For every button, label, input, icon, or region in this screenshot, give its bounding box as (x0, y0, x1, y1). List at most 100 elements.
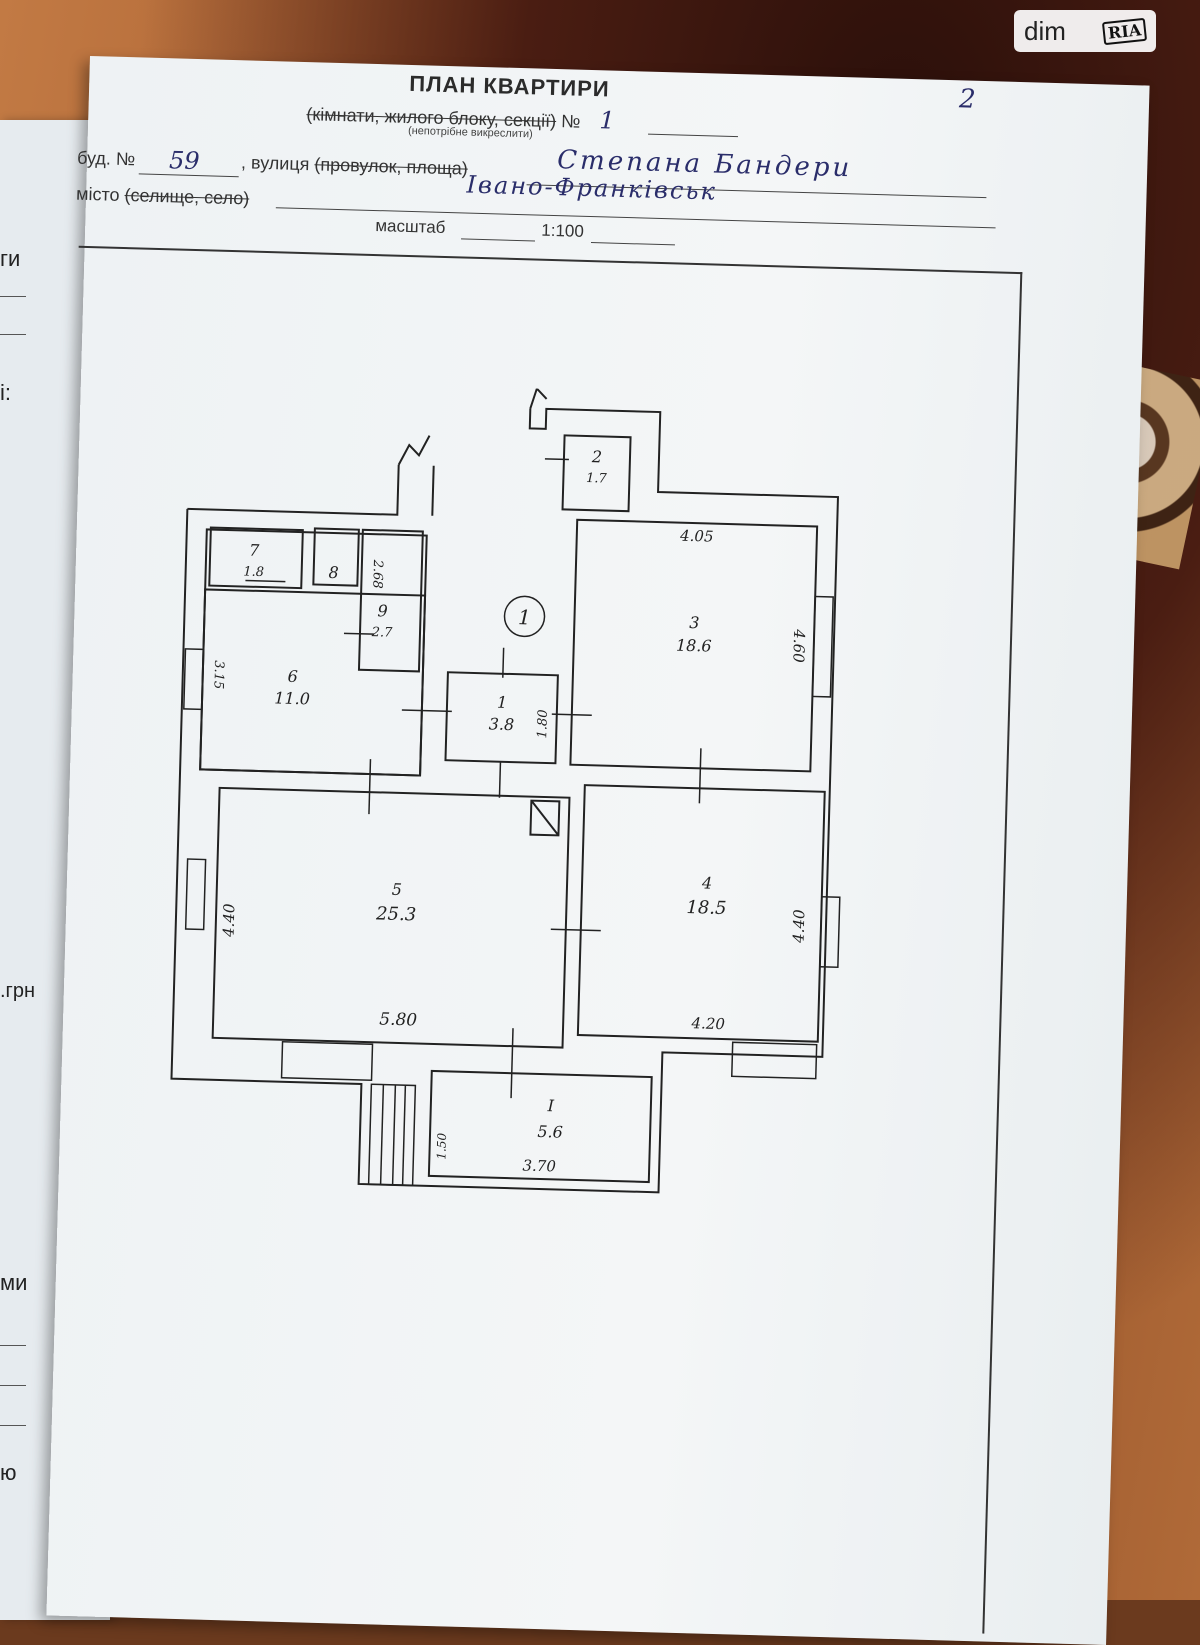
room-8-outline (312, 527, 360, 587)
outer-wall (431, 465, 435, 516)
dimension: 1.80 (535, 709, 551, 738)
room-area: 3.8 (489, 714, 515, 734)
window (730, 1041, 818, 1080)
door-mark (401, 709, 452, 713)
subtitle-no-label: № (560, 111, 581, 132)
room-area: 1.7 (586, 471, 608, 487)
room-area: 11.0 (274, 688, 310, 708)
under-fragment-2: i: (0, 380, 11, 405)
street-row: , вулиця (провулок, площа) (241, 152, 468, 179)
dim-ria-watermark: dim RIA (1014, 10, 1156, 52)
dimension: 4.05 (679, 527, 714, 546)
door-mark (502, 647, 505, 678)
outer-wall (170, 407, 840, 1194)
room-9-outline (357, 528, 424, 673)
door-mark (498, 761, 502, 798)
dimension: 3.70 (522, 1157, 556, 1176)
under-line (0, 1385, 26, 1386)
under-line (0, 1425, 26, 1426)
room-area: 25.3 (375, 903, 417, 925)
under-line (0, 334, 26, 335)
building-row: буд. № (77, 148, 136, 171)
door-mark (544, 458, 569, 461)
underline (590, 242, 675, 246)
under-fragment-5: ю (0, 1460, 17, 1485)
dimension: 2.68 (369, 559, 385, 589)
room-number: 2 (591, 447, 603, 466)
watermark-text: dim (1024, 15, 1066, 46)
room-area: 1.8 (243, 564, 264, 580)
balcony-outline (427, 1069, 653, 1184)
city-struck: (селище, село) (124, 185, 250, 209)
dimension: 4.20 (690, 1014, 725, 1033)
dimension: 5.80 (379, 1009, 418, 1030)
window (819, 895, 841, 969)
outer-wall (187, 464, 400, 516)
room-number: 4 (701, 873, 713, 892)
chimney-mark (530, 800, 560, 836)
under-line (0, 1345, 26, 1346)
room-6-outline (199, 588, 427, 777)
break-line (529, 386, 548, 409)
room-number: 3 (689, 613, 700, 632)
city-label: місто (75, 183, 120, 205)
room-area: 18.6 (676, 636, 712, 656)
building-number: 59 (168, 146, 201, 176)
room-number: I (546, 1096, 555, 1115)
room-area: 2.7 (370, 625, 393, 641)
room-number: 9 (377, 601, 388, 620)
under-fragment-4: ми (0, 1270, 28, 1295)
chimney (529, 799, 561, 837)
room-5-outline (211, 786, 571, 1049)
dimension: 4.40 (789, 909, 808, 944)
dimension: 3.15 (210, 660, 226, 689)
street-struck: (провулок, площа) (314, 154, 469, 179)
door-mark (550, 928, 601, 932)
room-number: 5 (391, 880, 402, 899)
scale-row: масштаб (375, 216, 446, 238)
under-fragment-3: .грн (0, 980, 36, 1002)
apartment-marker: 1 (518, 605, 531, 629)
stairs-step (401, 1085, 407, 1186)
window (811, 595, 834, 698)
door-mark (551, 713, 592, 717)
door-mark (343, 632, 374, 635)
street-label: , вулиця (240, 152, 310, 175)
apartment-marker-circle (503, 595, 546, 638)
stairs (367, 1083, 417, 1187)
door-mark (368, 759, 372, 815)
room-number: 7 (249, 541, 261, 560)
room-number: 6 (287, 667, 298, 686)
room-area: 5.6 (537, 1122, 563, 1142)
scale-label: масштаб (375, 216, 446, 237)
under-line (0, 296, 26, 297)
scale-value: 1:100 (541, 220, 585, 241)
building-label: буд. № (76, 147, 136, 170)
dimension: 4.40 (219, 903, 238, 938)
window (184, 858, 207, 931)
subtitle-no-value: 1 (599, 106, 616, 135)
city-value: Івано-Франківськ (466, 170, 718, 206)
window (280, 1040, 374, 1082)
page-title: ПЛАН КВАРТИРИ (409, 70, 611, 102)
room-7-outline (208, 526, 304, 590)
floor-plan-sheet: ПЛАН КВАРТИРИ 2 (кімнати, жилого блоку, … (40, 56, 1150, 1645)
stairs-step (379, 1084, 385, 1185)
door-mark (510, 1028, 514, 1099)
dimension: 1.50 (434, 1132, 449, 1159)
page-number: 2 (958, 84, 977, 115)
stairs-step (391, 1084, 397, 1185)
under-fragment-1: ги (0, 246, 21, 271)
city-row: місто (селище, село) (76, 184, 250, 210)
room-number: 8 (328, 563, 339, 582)
room-number: 1 (497, 693, 508, 712)
window (183, 648, 205, 711)
break-line (397, 435, 431, 466)
door-mark (698, 748, 702, 804)
underline (461, 238, 536, 242)
subtitle-hint: (непотрібне викреслити) (407, 124, 533, 141)
room-2-outline (561, 434, 632, 513)
dimension: 4.60 (789, 628, 808, 663)
door-mark (245, 579, 286, 583)
underline (648, 133, 739, 138)
